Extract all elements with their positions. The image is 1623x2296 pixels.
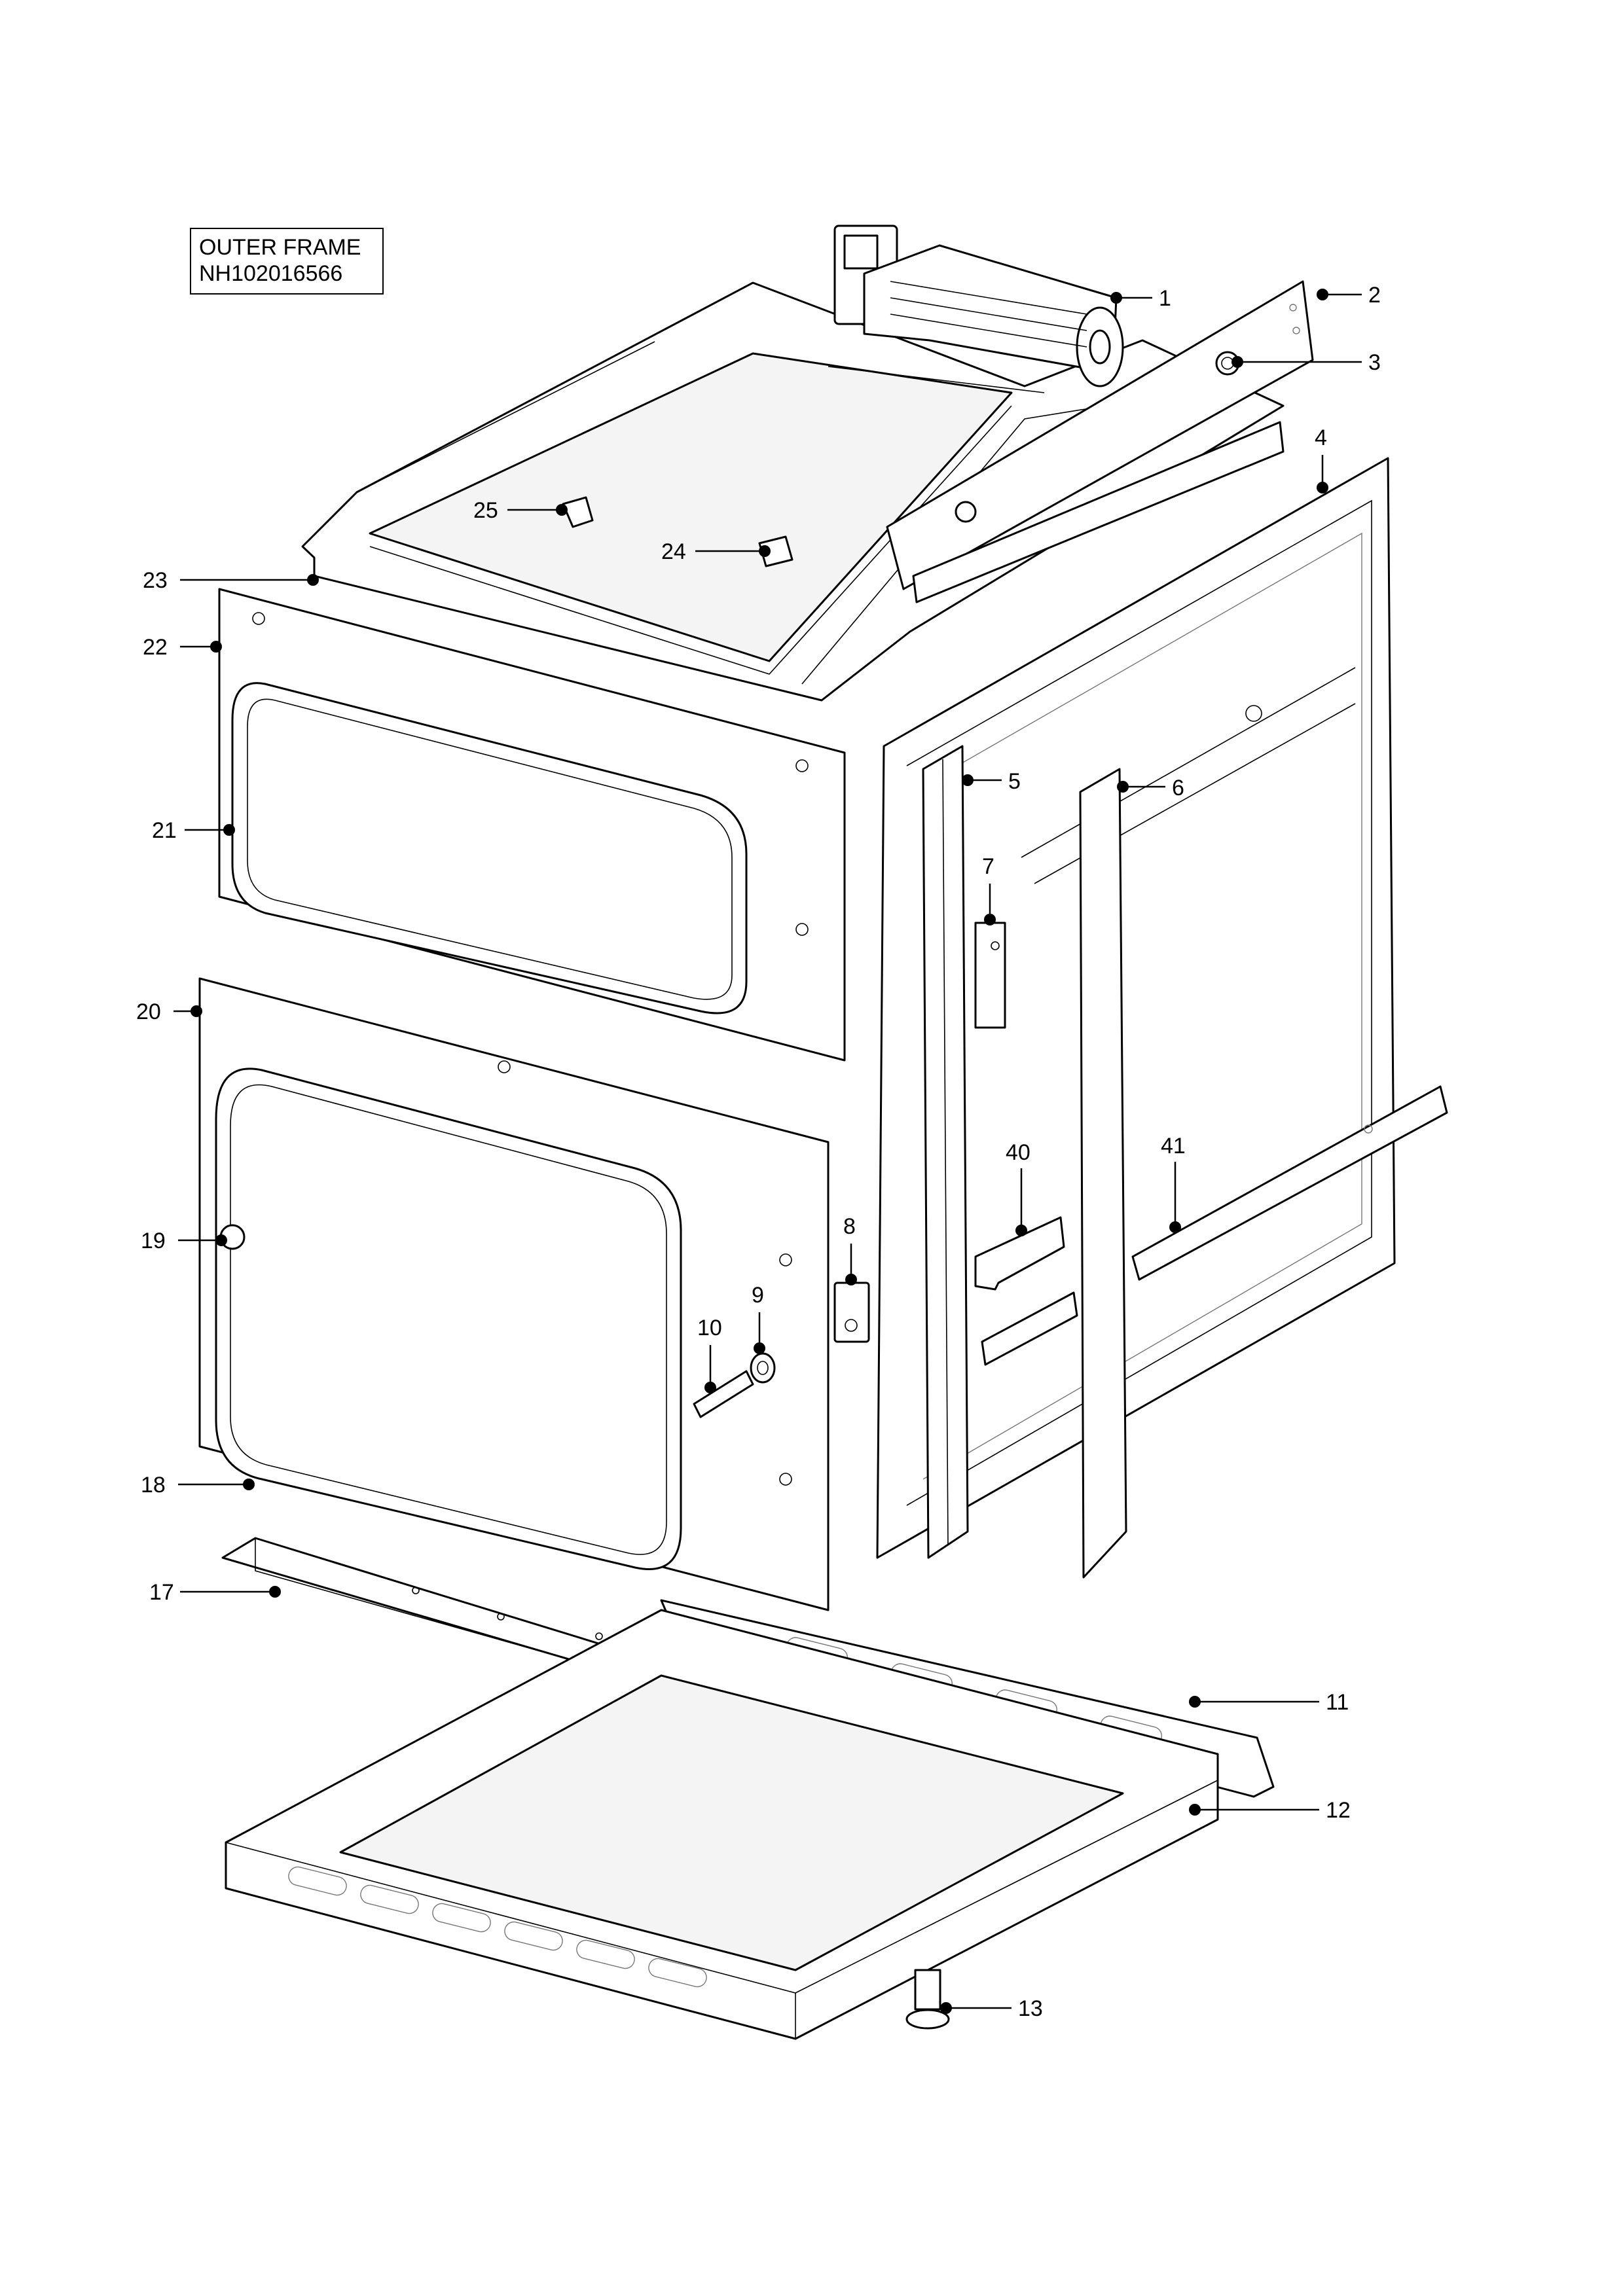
callout-3: 3	[1231, 350, 1381, 375]
callout-12: 12	[1189, 1798, 1351, 1823]
callout-24: 24	[661, 539, 771, 564]
callout-label-12: 12	[1326, 1798, 1351, 1823]
front-strip-5	[922, 745, 969, 1559]
side-panel-right	[876, 457, 1396, 1559]
callout-2: 2	[1317, 283, 1381, 308]
washer-9	[750, 1352, 776, 1384]
hinge-pin-10	[693, 1370, 754, 1418]
slide-rail-41	[1131, 1085, 1448, 1281]
callout-21: 21	[152, 818, 235, 843]
callout-label-6: 6	[1172, 776, 1184, 800]
shelf-support-40	[974, 1216, 1078, 1366]
callout-11: 11	[1189, 1690, 1349, 1715]
callout-10: 10	[697, 1316, 722, 1393]
callout-label-8: 8	[843, 1214, 856, 1239]
callout-label-11: 11	[1326, 1690, 1349, 1715]
callout-label-17: 17	[149, 1580, 174, 1605]
callout-label-2: 2	[1368, 283, 1381, 308]
callout-label-19: 19	[141, 1229, 166, 1253]
callout-label-23: 23	[143, 568, 168, 593]
clip-8	[833, 1282, 870, 1343]
callout-4: 4	[1315, 425, 1328, 493]
callout-1: 1	[1110, 286, 1171, 311]
seal-lower	[215, 1067, 682, 1570]
callout-label-18: 18	[141, 1473, 166, 1498]
hinge-catch	[974, 922, 1006, 1029]
callout-label-25: 25	[473, 498, 498, 523]
fan-motor	[833, 224, 1124, 387]
callout-6: 6	[1117, 776, 1184, 800]
diagram-title: OUTER FRAME	[199, 235, 361, 260]
callout-20: 20	[136, 999, 202, 1024]
callout-label-9: 9	[752, 1283, 764, 1308]
callout-label-10: 10	[697, 1316, 722, 1340]
callout-label-1: 1	[1159, 286, 1171, 311]
rear-bracket	[886, 280, 1314, 603]
callout-label-41: 41	[1161, 1134, 1186, 1158]
callout-40: 40	[1006, 1140, 1030, 1236]
clip-25	[562, 496, 594, 528]
callout-label-7: 7	[982, 854, 994, 879]
callout-18: 18	[141, 1473, 255, 1498]
callout-41: 41	[1161, 1134, 1186, 1233]
callout-19: 19	[141, 1229, 227, 1253]
foot-13	[905, 1969, 950, 2030]
callout-25: 25	[473, 498, 568, 523]
callout-label-5: 5	[1008, 769, 1021, 794]
clip-24	[758, 535, 793, 567]
front-strip-6	[1079, 768, 1127, 1579]
callout-label-3: 3	[1368, 350, 1381, 375]
callout-13: 13	[940, 1996, 1043, 2021]
callout-7: 7	[982, 854, 996, 925]
callout-label-21: 21	[152, 818, 177, 843]
callout-label-13: 13	[1018, 1996, 1043, 2021]
diagram-part-number: NH102016566	[199, 261, 343, 286]
callout-9: 9	[752, 1283, 765, 1354]
callout-label-24: 24	[661, 539, 686, 564]
callout-17: 17	[149, 1580, 281, 1605]
base-frame-12	[225, 1609, 1219, 2040]
callout-8: 8	[843, 1214, 857, 1285]
callout-5: 5	[962, 769, 1021, 794]
callout-label-40: 40	[1006, 1140, 1030, 1165]
callout-label-4: 4	[1315, 425, 1327, 450]
callout-label-20: 20	[136, 999, 161, 1024]
callout-label-22: 22	[143, 635, 168, 660]
callout-23: 23	[143, 568, 319, 593]
diagram-title-box: OUTER FRAME NH102016566	[190, 228, 384, 295]
seal-upper	[231, 682, 748, 1014]
top-panel	[301, 281, 1285, 702]
callout-22: 22	[143, 635, 222, 660]
